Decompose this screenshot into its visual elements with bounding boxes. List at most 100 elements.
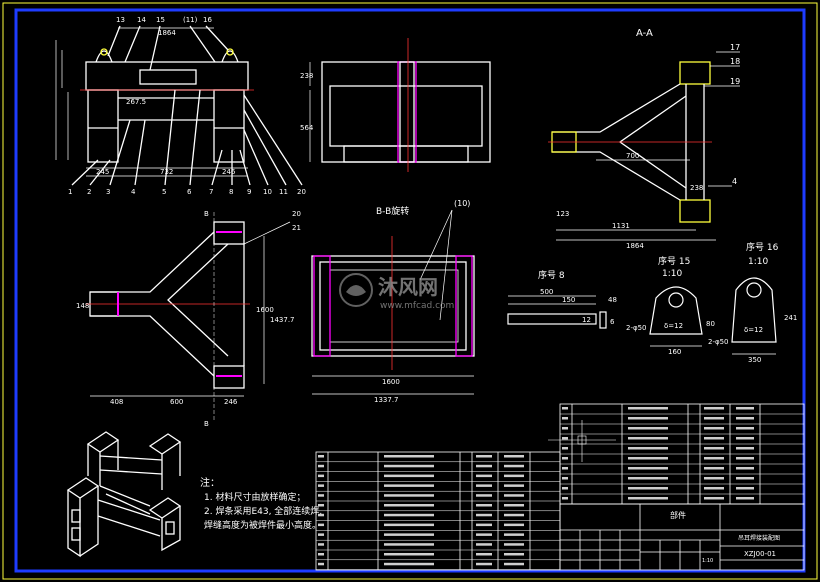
table-cell-text [704, 447, 724, 450]
table-cell-text [704, 487, 724, 490]
table-cell-text [384, 455, 434, 458]
section-dim-1131: 1131 [612, 222, 630, 230]
table-cell-text [384, 513, 434, 517]
table-cell-text [476, 484, 492, 487]
table-cell-text [318, 455, 324, 458]
num-4: 4 [131, 188, 136, 196]
plan-dim-148: 148 [76, 302, 89, 310]
detail-8-dim-6: 6 [610, 318, 615, 326]
front-callout-labels: 13 14 15 (11) 16 1864 267.5 245 732 246 … [68, 16, 306, 196]
side-dim-564: 564 [300, 124, 314, 132]
title-block-drawing-no: XZJ00-01 [744, 550, 776, 558]
table-cell-text [384, 533, 434, 536]
table-cell-text [628, 437, 668, 440]
table-cell-text [504, 464, 524, 468]
table-cell-text [704, 457, 724, 460]
parts-list-upper-fills [562, 407, 754, 500]
front-view [55, 25, 303, 186]
table-cell-text [562, 437, 568, 440]
detail-15-hole: 2-φ50 [626, 324, 647, 332]
table-cell-text [318, 523, 324, 527]
num-6: 6 [187, 188, 192, 196]
detail-8-dim-500: 500 [540, 288, 553, 296]
notes-title: 注： [200, 476, 220, 489]
callout-19: 19 [730, 77, 740, 86]
num-12: 20 [297, 188, 306, 196]
notes: 注： 1. 材料尺寸由放样确定； 2. 焊条采用E43, 全部连续焊, 焊缝高度… [200, 476, 322, 531]
b-b-title: B-B旋转 [376, 205, 409, 217]
callout-4a: 4 [732, 177, 737, 186]
table-cell-text [476, 494, 492, 497]
table-cell-text [628, 427, 668, 430]
parts-list-lower-rows [316, 461, 560, 570]
table-cell-text [476, 553, 492, 556]
notes-line-2: 2. 焊条采用E43, 全部连续焊, [204, 505, 322, 517]
table-cell-text [318, 543, 324, 546]
table-cell-text [318, 504, 324, 507]
table-cell-text [562, 467, 568, 470]
table-cell-text [562, 427, 568, 430]
table-cell-text [628, 477, 668, 480]
table-cell-text [628, 457, 668, 460]
table-cell-text [476, 455, 492, 458]
table-cell-text [704, 477, 724, 480]
detail-16-title: 序号 16 [746, 241, 779, 253]
section-a-a-label: A-A [636, 28, 653, 39]
table-cell-text [736, 427, 754, 430]
table-cell-text [704, 467, 724, 470]
num-3: 3 [106, 188, 110, 196]
detail-16-scale: 1:10 [748, 257, 768, 267]
drawing-border [14, 8, 806, 573]
num-11: 11 [279, 188, 288, 196]
table-cell-text [504, 494, 524, 497]
plan-b-label-top: B [204, 210, 209, 218]
table-cell-text [318, 474, 324, 478]
table-cell-text [476, 533, 492, 536]
table-cell-text [704, 407, 724, 410]
plan-dim-1437: 1437.7 [270, 316, 295, 324]
table-cell-text [736, 477, 754, 480]
table-cell-text [384, 543, 434, 546]
detail-8-dim-12: 12 [582, 316, 591, 324]
table-cell-text [628, 487, 668, 490]
table-cell-text [736, 407, 754, 410]
table-cell-text [562, 407, 568, 410]
dim-246: 246 [222, 168, 236, 176]
table-cell-text [628, 467, 668, 470]
table-cell-text [384, 484, 434, 487]
plan-dim-408: 408 [110, 398, 123, 406]
table-cell-text [504, 504, 524, 507]
table-cell-text [384, 464, 434, 468]
watermark: 沐风网 www.mfcad.com [339, 273, 454, 311]
detail-15 [649, 286, 703, 347]
isometric-view [66, 431, 182, 558]
table-cell-text [562, 497, 568, 500]
detail-16-hole: 2-φ50 [708, 338, 729, 346]
table-cell-text [562, 417, 568, 420]
table-cell-text [628, 417, 668, 420]
detail-16-dim-241: 241 [784, 314, 797, 322]
callout-21: 21 [292, 224, 301, 232]
table-cell-text [704, 417, 724, 420]
table-cell-text [736, 417, 754, 420]
table-cell-text [476, 474, 492, 478]
bb-dim-1600: 1600 [382, 378, 400, 386]
callout-16: 16 [203, 16, 212, 24]
callout-20: 20 [292, 210, 301, 218]
table-cell-text [504, 553, 524, 556]
callout-10: (10) [454, 199, 470, 208]
table-cell-text [704, 427, 724, 430]
table-cell-text [384, 553, 434, 556]
watermark-url: www.mfcad.com [380, 301, 454, 311]
table-cell-text [318, 533, 324, 536]
detail-8-dim-48: 48 [608, 296, 617, 304]
detail-15-dim-80: 80 [706, 320, 715, 328]
dim-1864-top: 1864 [158, 29, 176, 37]
table-cell-text [318, 494, 324, 497]
num-9: 9 [247, 188, 251, 196]
table-cell-text [504, 533, 524, 536]
notes-line-3: 焊缝高度为被焊件最小高度。 [204, 519, 321, 531]
detail-8-dim-150: 150 [562, 296, 575, 304]
